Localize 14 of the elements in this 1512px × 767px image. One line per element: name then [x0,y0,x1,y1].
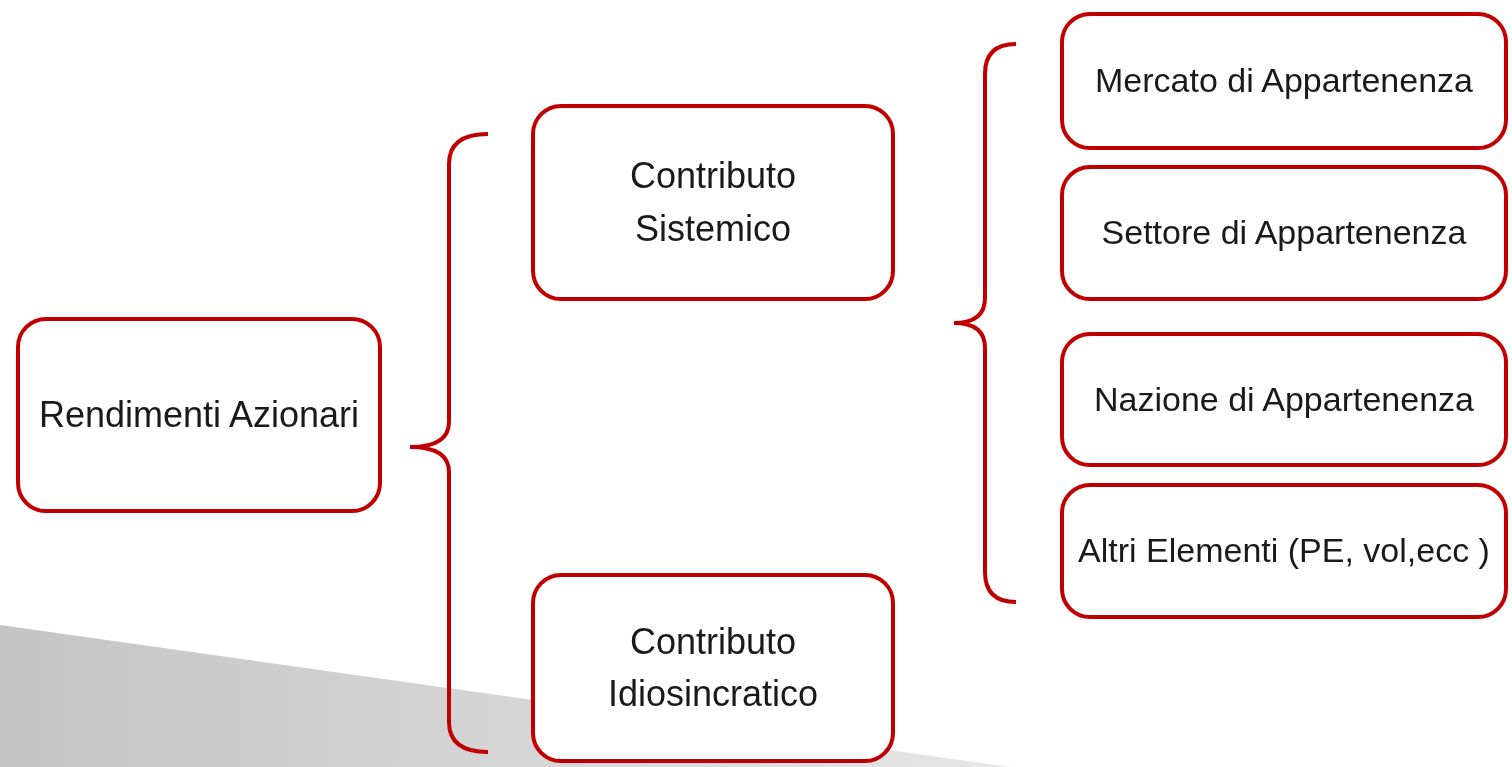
rounded-box [531,573,895,763]
box-label: Altri Elementi (PE, vol,ecc ) [1078,530,1490,572]
rounded-box [16,317,382,513]
box-label: Nazione di Appartenenza [1094,378,1474,420]
box-label: Contributo Idiosincratico [606,619,820,716]
box-label: Contributo Sistemico [628,154,798,251]
box-label: Mercato di Appartenenza [1095,60,1473,102]
rounded-box [1060,332,1508,467]
box-label: Rendimenti Azionari [38,392,360,437]
box-label: Settore di Appartenenza [1101,212,1467,254]
rounded-box [531,104,895,301]
rounded-box [1060,483,1508,619]
rounded-box [1060,165,1508,301]
rounded-box [1060,12,1508,150]
